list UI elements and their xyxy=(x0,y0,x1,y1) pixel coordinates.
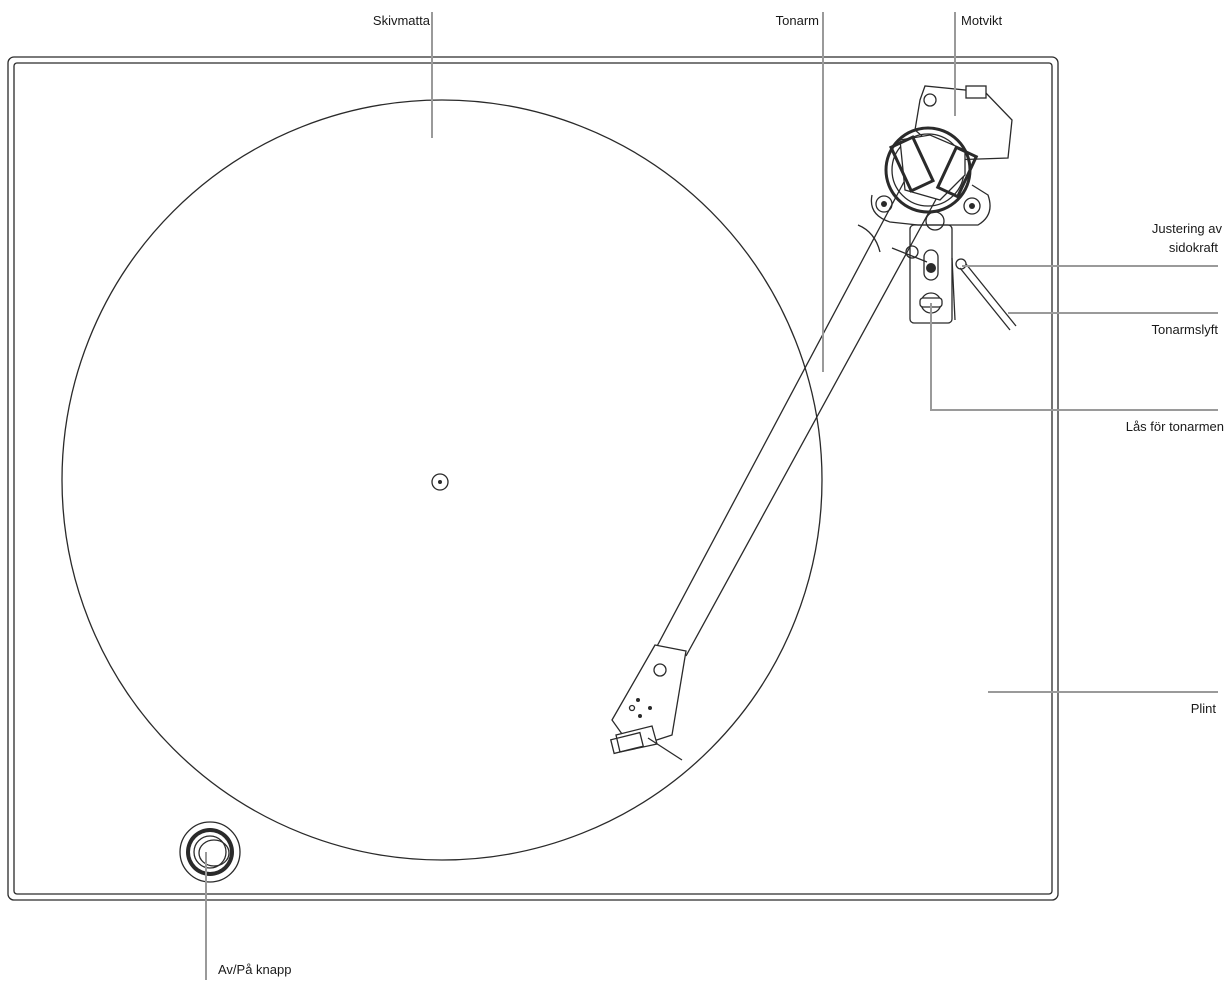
label-motvikt: Motvikt xyxy=(961,13,1003,28)
label-tonarm: Tonarm xyxy=(776,13,819,28)
label-justering-line1: Justering av xyxy=(1152,221,1223,236)
label-avpa: Av/På knapp xyxy=(218,962,291,977)
label-justering-line2: sidokraft xyxy=(1169,240,1219,255)
label-las: Lås för tonarmen xyxy=(1126,419,1224,434)
leader-lines xyxy=(205,12,1218,980)
spindle-icon xyxy=(431,473,449,491)
cue-lever xyxy=(951,257,1017,331)
plinth xyxy=(7,56,1059,901)
label-tonarmslyft: Tonarmslyft xyxy=(1152,322,1219,337)
platter-mat xyxy=(61,99,823,861)
label-skivmatta: Skivmatta xyxy=(373,13,431,28)
tonearm xyxy=(609,179,941,761)
label-plint: Plint xyxy=(1191,701,1217,716)
power-button-icon xyxy=(179,821,241,883)
counterweight xyxy=(884,85,1013,214)
